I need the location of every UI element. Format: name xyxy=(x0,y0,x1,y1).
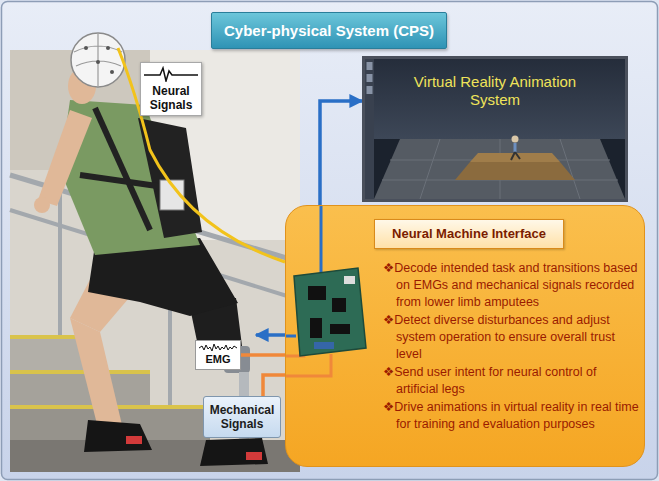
board-wire xyxy=(286,354,331,376)
photo xyxy=(10,33,300,472)
virtual-wall xyxy=(374,59,625,139)
bullet-item: ❖Send user intent for neural control of … xyxy=(383,364,639,398)
text-group: Neural Machine Interface xyxy=(392,226,546,243)
text-group: Mechanical Signals xyxy=(206,403,278,431)
toolbar-icon xyxy=(367,74,373,82)
chip xyxy=(332,298,346,312)
stair-stripe xyxy=(10,370,150,374)
floor-grid xyxy=(382,139,618,199)
signal-label: Neural Signals xyxy=(143,84,199,112)
toolbar-icon xyxy=(367,62,373,70)
rail-post xyxy=(58,190,62,335)
signal-connector xyxy=(241,353,285,357)
screen-ground xyxy=(362,56,628,202)
signal-label: EMG xyxy=(198,353,238,366)
chip xyxy=(308,286,326,300)
avatar-body xyxy=(514,143,517,152)
signal-label-box: Mechanical Signals xyxy=(203,396,281,438)
shoe-sensor xyxy=(246,452,262,460)
shoe xyxy=(200,438,268,466)
virtual-floor xyxy=(374,139,625,199)
virtual-stairs xyxy=(470,153,560,162)
shoe xyxy=(84,420,152,452)
text-group: Neural Signals xyxy=(143,84,199,112)
shoe-sensor xyxy=(126,436,142,444)
waveform-icon xyxy=(144,66,198,82)
signal-connector xyxy=(263,375,285,396)
arm xyxy=(38,110,92,206)
eeg-cap xyxy=(71,33,125,87)
eeg-cap-lines xyxy=(74,34,122,86)
circuit-board xyxy=(294,268,366,356)
chip xyxy=(330,324,350,334)
circuit-board-picture xyxy=(286,206,376,406)
hand xyxy=(34,197,50,213)
neural-signal-wire xyxy=(118,48,285,262)
chip xyxy=(310,318,322,338)
panel-heading: Neural Machine Interface xyxy=(392,226,546,242)
interface-panel: ❖Decode intended task and transitions ba… xyxy=(285,205,645,467)
electrode xyxy=(106,46,110,50)
board-wire xyxy=(286,335,296,338)
panel-heading-box: Neural Machine Interface xyxy=(374,219,564,249)
avatar-legs xyxy=(511,152,520,160)
waveform-icon xyxy=(199,343,237,352)
title-banner: Cyber-physical System (CPS) xyxy=(211,12,447,49)
stair-step xyxy=(10,370,150,405)
bullet-item: ❖Detect diverse disturbances and adjust … xyxy=(383,312,639,363)
avatar-head xyxy=(512,136,519,143)
waveform xyxy=(144,68,198,81)
connector-socket xyxy=(314,342,334,349)
connector-socket xyxy=(344,276,355,284)
text-group: Virtual Reality Animation System xyxy=(365,73,625,109)
toolbar xyxy=(365,59,374,199)
text-group: EMG xyxy=(198,353,238,366)
photo-backdrop xyxy=(10,50,300,472)
signal-label-box: EMG xyxy=(195,340,241,370)
virtual-stairs xyxy=(455,162,575,180)
shin xyxy=(70,318,122,428)
title-text: Cyber-physical System (CPS) xyxy=(224,22,434,40)
signal-label: Mechanical Signals xyxy=(206,403,278,431)
harness-strap xyxy=(95,108,150,230)
screen-caption: Virtual Reality Animation System xyxy=(410,73,580,109)
bullet-item: ❖Decode intended task and transitions ba… xyxy=(383,260,639,311)
waveform xyxy=(199,344,237,351)
electrode xyxy=(96,60,100,64)
bullet-item: ❖Drive animations in virtual reality in … xyxy=(383,399,639,433)
toolbar-icon xyxy=(367,86,373,94)
signal-label-box: Neural Signals xyxy=(140,62,202,116)
electrode xyxy=(110,70,114,74)
virtual-reality-screen: Virtual Reality Animation System xyxy=(362,56,628,202)
electrode xyxy=(84,46,88,50)
signal-connector xyxy=(320,101,362,205)
board-wire xyxy=(320,206,323,272)
vr-scene xyxy=(362,56,628,202)
text-group: ❖Decode intended task and transitions ba… xyxy=(383,260,639,434)
